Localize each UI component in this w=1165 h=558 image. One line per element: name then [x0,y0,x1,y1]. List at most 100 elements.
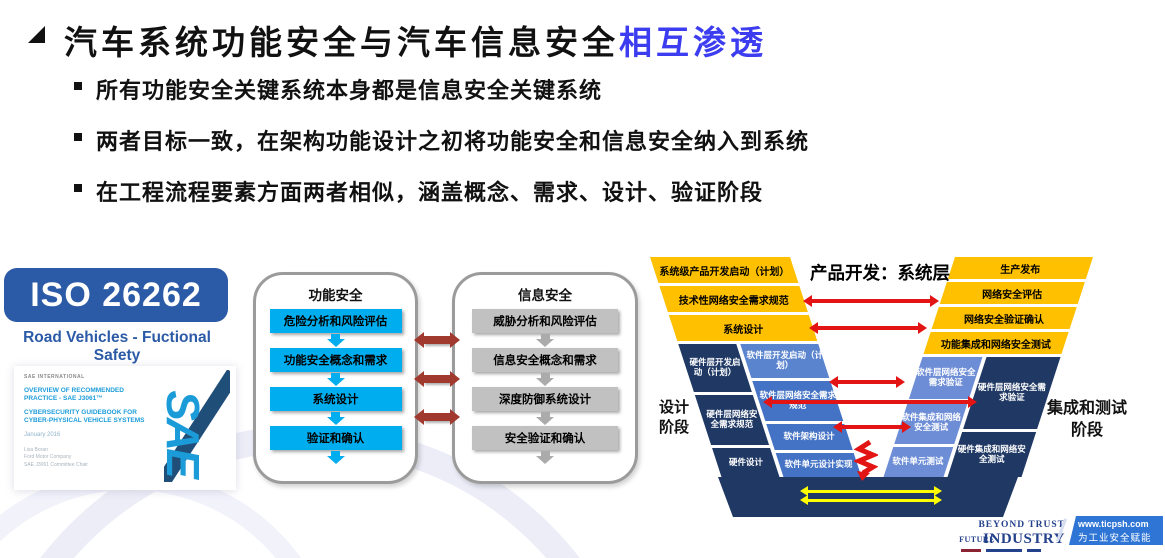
red-zigzag-arrow-icon [854,440,878,481]
v-cell: 软件单元测试 [883,447,954,477]
sae-doc-byline: Lisa Boran Ford Motor Company SAE J3061 … [24,447,228,470]
title-triangle-bullet-icon [28,26,45,43]
process-step: 深度防御系统设计 [472,387,618,411]
sae-doc-title2: CYBERSECURITY GUIDEBOOK FOR CYBER-PHYSIC… [24,409,145,425]
v-band: 系统设计 [668,315,818,341]
yellow-double-arrow-icon [808,499,934,502]
bullet-square-icon [74,82,82,90]
down-arrow-icon [326,451,345,464]
down-arrow-icon [536,373,554,386]
v-cell-label: 软件单元设计实现 [784,459,853,470]
footer-brand-line2a: FUTURE [959,535,995,544]
title-highlight: 相互渗透 [619,24,767,61]
v-band-label: 技术性网络安全需求规范 [678,295,789,307]
footer-website-box[interactable]: www.ticpsh.com 为工业安全赋能 [1069,516,1163,545]
sae-doc-date: January 2016 [24,431,61,438]
bullet-square-icon [74,133,82,141]
v-band-label: 生产发布 [1000,264,1041,276]
v-cell: 硬件设计 [712,448,780,477]
sae-byline-2: Ford Motor Company [24,454,72,460]
v-band: 功能集成和网络安全测试 [923,332,1069,354]
v-band: 技术性网络安全需求规范 [659,286,808,312]
v-cell-label: 硬件设计 [728,456,763,467]
bullet-item: 在工程流程要素方面两者相似，涵盖概念、需求、设计、验证阶段 [96,180,764,205]
v-band-label: 网络安全验证确认 [964,314,1045,326]
information-security-box: 信息安全 威胁分析和风险评估 信息安全概念和需求 深度防御系统设计 安全验证和确… [452,272,638,484]
down-arrow-icon [326,412,345,425]
v-cell-label: 软件层网络安全需求验证 [915,367,976,387]
footer-website-url[interactable]: www.ticpsh.com [1078,519,1149,529]
cross-link-arrow-icon [414,332,460,348]
footer-color-bars [961,549,1041,552]
functional-safety-title: 功能安全 [308,288,363,303]
v-band: 网络安全验证确认 [931,307,1077,329]
down-arrow-icon [536,451,554,464]
v-cell: 软件层网络安全需求验证 [908,357,983,399]
v-cell-label: 硬件集成和网络安全测试 [957,443,1026,464]
v-cell-label: 硬件层开发启动（计划） [689,357,741,377]
iso-26262-badge: ISO 26262 [4,268,228,322]
process-step: 危险分析和风险评估 [269,309,402,333]
v-cell: 硬件集成和网络安全测试 [947,432,1037,477]
cross-link-arrow-icon [414,371,460,387]
footer-bar-maroon [961,549,981,552]
bullet-square-icon [74,184,82,192]
bullet-item: 所有功能安全关键系统本身都是信息安全关键系统 [96,78,603,103]
v-cell-label: 软件层开发启动（计划） [746,350,824,370]
process-step: 功能安全概念和需求 [269,348,402,372]
process-step: 威胁分析和风险评估 [472,309,618,333]
cross-link-arrow-icon [414,409,460,425]
v-band-label: 系统级产品开发启动（计划） [659,266,790,278]
integration-test-phase-label: 集成和测试阶段 [1046,400,1127,439]
v-cell-label: 软件架构设计 [783,431,835,442]
iso-subtitle: Road Vehicles - Fuctional Safety [23,329,211,364]
down-arrow-icon [536,334,554,347]
v-cell: 软件层开发启动（计划） [740,344,830,378]
sae-document-cover: SAE INTERNATIONAL OVERVIEW OF RECOMMENDE… [14,366,236,490]
sae-doc-title1: OVERVIEW OF RECOMMENDED PRACTICE - SAE J… [24,387,124,403]
v-cell: 硬件层开发启动（计划） [678,344,752,392]
footer-slogan: 为工业安全赋能 [1078,533,1152,544]
sae-publisher: SAE INTERNATIONAL [24,374,85,380]
v-band: 生产发布 [947,257,1093,279]
red-double-arrow-icon [809,321,927,334]
down-arrow-icon [536,412,554,425]
v-cell-label: 硬件层网络安全需求规范 [706,409,758,429]
information-security-steps: 威胁分析和风险评估 信息安全概念和需求 深度防御系统设计 安全验证和确认 [455,309,635,465]
red-double-arrow-icon [833,420,911,433]
process-step: 验证和确认 [269,426,402,450]
v-right-split: 软件层网络安全需求验证 软件集成和网络安全测试 软件单元测试 硬件层网络安全需求… [883,357,1061,477]
process-step: 信息安全概念和需求 [472,348,618,372]
footer-brand-line1: BEYOND TRUST [978,520,1065,530]
red-double-arrow-icon [763,395,977,408]
information-security-title: 信息安全 [518,288,572,303]
functional-safety-steps: 危险分析和风险评估 功能安全概念和需求 系统设计 验证和确认 [256,309,415,465]
v-cell-label: 硬件层网络安全需求验证 [977,382,1046,402]
down-arrow-icon [326,334,345,347]
down-arrow-icon [326,373,345,386]
yellow-double-arrow-icon [808,490,934,493]
red-double-arrow-icon [803,294,939,307]
footer-brand-block: BEYOND TRUST FUTURE INDUSTRY www.ticpsh.… [959,506,1165,552]
v-left-split: 硬件层开发启动（计划） 硬件层网络安全需求规范 硬件设计 软件层开发启动（计划）… [678,344,862,477]
process-step: 系统设计 [269,387,402,411]
v-right-arm: 生产发布 网络安全评估 网络安全验证确认 功能集成和网络安全测试 软件层网络安全… [883,257,1093,477]
v-band: 系统级产品开发启动（计划） [650,257,799,283]
title-text: 汽车系统功能安全与汽车信息安全 [64,24,619,61]
footer-logo: BEYOND TRUST FUTURE INDUSTRY www.ticpsh.… [959,506,1165,552]
footer-bar-navy [986,549,1022,552]
sae-byline-3: SAE J3061 Committee Chair [24,461,88,468]
footer-bar-navy [1027,549,1041,552]
v-band-label: 网络安全评估 [982,289,1043,301]
process-step: 安全验证和确认 [472,426,618,450]
bullet-item: 两者目标一致，在架构功能设计之初将功能安全和信息安全纳入到系统 [96,129,810,154]
v-band-label: 功能集成和网络安全测试 [941,339,1052,351]
sae-byline-1: Lisa Boran [24,446,48,453]
v-band-label: 系统设计 [723,324,764,336]
v-cell-label: 软件单元测试 [892,456,944,467]
v-base-band [718,477,1018,517]
sae-logo: SAE [164,370,230,482]
functional-safety-box: 功能安全 危险分析和风险评估 功能安全概念和需求 系统设计 验证和确认 [253,272,418,484]
sae-logo-text: SAE [164,390,209,476]
